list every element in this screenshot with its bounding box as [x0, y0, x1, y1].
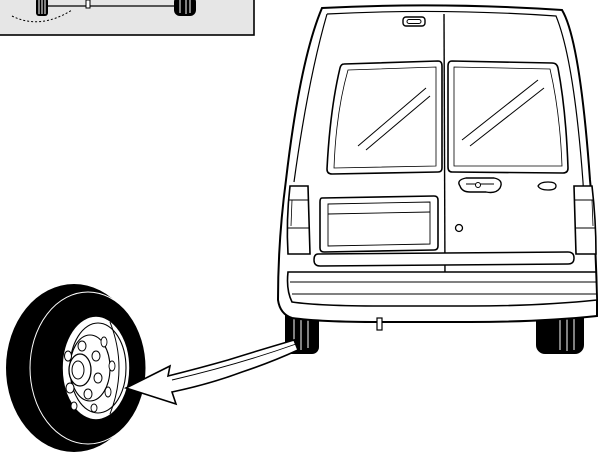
- van: [278, 5, 597, 354]
- rear-window-left: [327, 61, 442, 174]
- top-handle-slot: [403, 17, 425, 26]
- callout-arrow: [126, 340, 298, 404]
- rear-window-right: [448, 61, 568, 173]
- right-tail-lamp: [574, 186, 596, 254]
- door-handle: [459, 178, 501, 193]
- inset-detail-panel: [0, 0, 254, 35]
- spare-wheel: [6, 284, 146, 452]
- keyhole: [456, 225, 463, 232]
- number-plate-recess: [320, 196, 438, 252]
- side-reflector: [538, 182, 556, 190]
- lower-crease: [314, 252, 574, 266]
- rear-bumper: [288, 272, 598, 306]
- tow-stub: [377, 318, 382, 330]
- left-tail-lamp: [287, 186, 310, 254]
